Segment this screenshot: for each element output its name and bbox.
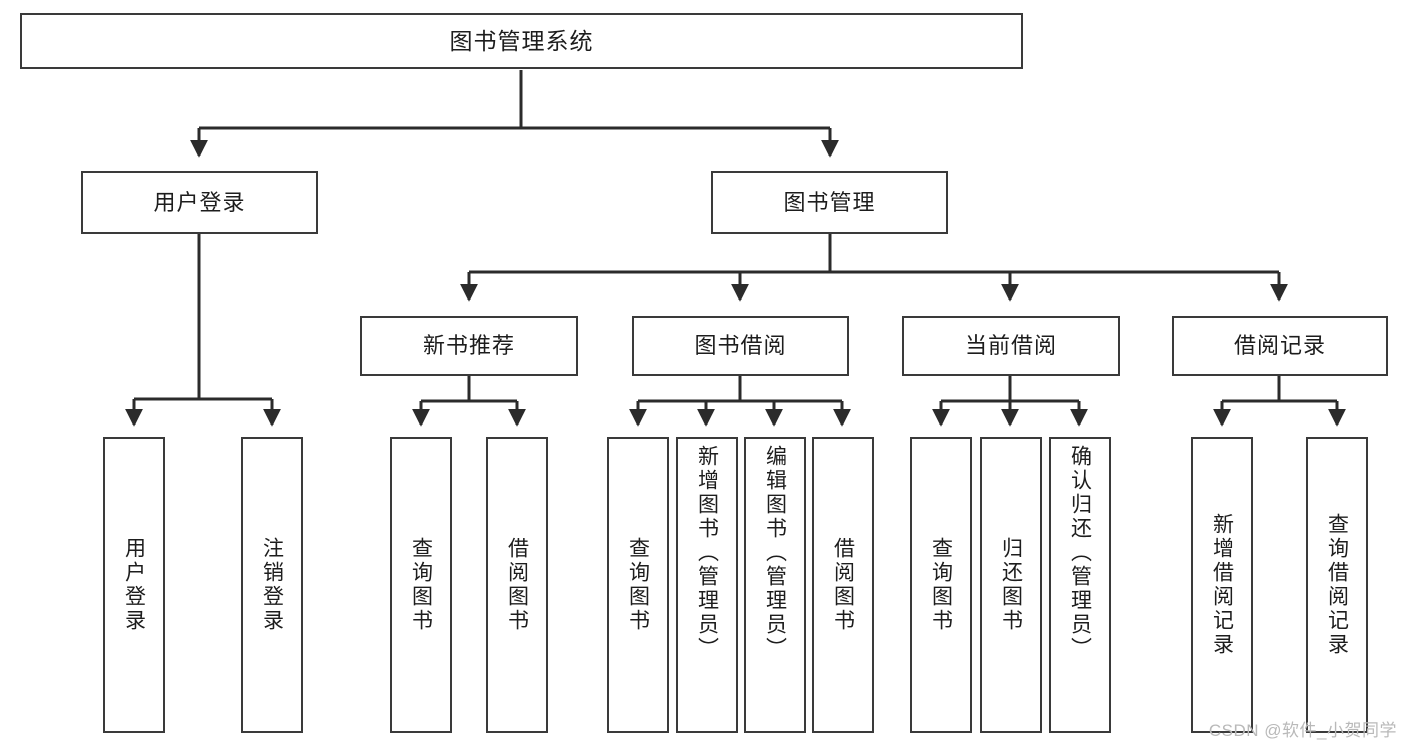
leaf-borrow-add-book-admin[interactable]: 新增图书（管理员）	[676, 437, 738, 733]
node-label: 新书推荐	[422, 333, 515, 359]
node-label: 查询图书	[929, 537, 953, 633]
node-borrow-records[interactable]: 借阅记录	[1172, 316, 1388, 376]
leaf-user-login-signout[interactable]: 注销登录	[241, 437, 303, 733]
node-label: 新增借阅记录	[1210, 513, 1234, 657]
node-label: 确认归还（管理员）	[1068, 445, 1092, 661]
node-book-borrow[interactable]: 图书借阅	[632, 316, 849, 376]
node-label: 查询图书	[409, 537, 433, 633]
node-label: 新增图书（管理员）	[695, 445, 719, 661]
leaf-recommend-borrow-book[interactable]: 借阅图书	[486, 437, 548, 733]
node-label: 借阅图书	[505, 537, 529, 633]
leaf-borrow-query-book[interactable]: 查询图书	[607, 437, 669, 733]
leaf-current-query-book[interactable]: 查询图书	[910, 437, 972, 733]
leaf-records-query-record[interactable]: 查询借阅记录	[1306, 437, 1368, 733]
node-label: 注销登录	[260, 537, 284, 633]
node-label: 查询借阅记录	[1325, 513, 1349, 657]
node-label: 借阅图书	[831, 537, 855, 633]
node-label: 用户登录	[122, 537, 146, 633]
node-label: 图书管理	[783, 189, 876, 215]
leaf-current-confirm-return-admin[interactable]: 确认归还（管理员）	[1049, 437, 1111, 733]
node-label: 用户登录	[153, 189, 246, 215]
node-label: 图书借阅	[694, 333, 787, 359]
node-root-system[interactable]: 图书管理系统	[20, 13, 1023, 69]
node-label: 图书管理系统	[449, 27, 594, 54]
node-label: 借阅记录	[1233, 333, 1326, 359]
node-book-management[interactable]: 图书管理	[711, 171, 948, 234]
leaf-borrow-edit-book-admin[interactable]: 编辑图书（管理员）	[744, 437, 806, 733]
node-label: 归还图书	[999, 537, 1023, 633]
node-user-login[interactable]: 用户登录	[81, 171, 318, 234]
leaf-recommend-query-book[interactable]: 查询图书	[390, 437, 452, 733]
leaf-borrow-borrow-book[interactable]: 借阅图书	[812, 437, 874, 733]
node-label: 当前借阅	[964, 333, 1057, 359]
node-label: 查询图书	[626, 537, 650, 633]
leaf-current-return-book[interactable]: 归还图书	[980, 437, 1042, 733]
leaf-user-login-signin[interactable]: 用户登录	[103, 437, 165, 733]
node-new-book-recommend[interactable]: 新书推荐	[360, 316, 578, 376]
node-label: 编辑图书（管理员）	[763, 445, 787, 661]
leaf-records-add-record[interactable]: 新增借阅记录	[1191, 437, 1253, 733]
node-current-borrow[interactable]: 当前借阅	[902, 316, 1120, 376]
